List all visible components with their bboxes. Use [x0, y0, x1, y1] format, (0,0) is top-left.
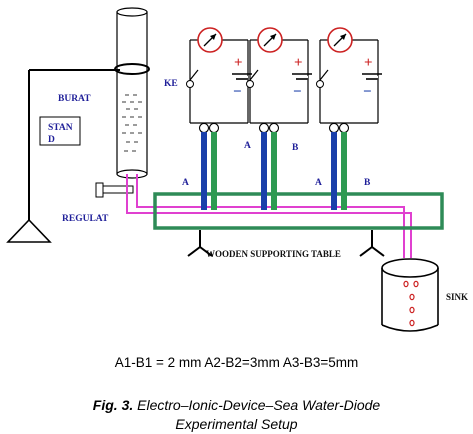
key-switch-icon: [246, 69, 259, 88]
sink-label: SINK: [446, 292, 468, 302]
figure-title-2: Experimental Setup: [175, 416, 298, 432]
table-leg-right: [359, 230, 385, 257]
burette: BURAT: [58, 7, 150, 179]
electrode-a-label-3: A: [315, 178, 322, 188]
stand-label: STAN: [48, 123, 73, 133]
plus-sign: +: [234, 55, 243, 71]
regulator-label: REGULAT: [62, 214, 109, 224]
battery-icon: + −: [292, 55, 312, 100]
minus-sign: −: [233, 84, 242, 100]
minus-sign: −: [363, 84, 372, 100]
burette-label: BURAT: [58, 94, 91, 104]
battery-icon: + −: [232, 55, 252, 100]
table-leg-left: [187, 230, 213, 257]
figure-title-1: Electro–Ionic-Device–Sea Water-Diode: [137, 397, 381, 413]
electrode-b: [271, 132, 277, 210]
flow-tube: [126, 174, 412, 258]
water-drops-icon: [122, 94, 142, 152]
electrode-b-label-3: B: [364, 178, 371, 188]
key-switch-icon: [186, 69, 199, 88]
electrode-spacing-note: A1-B1 = 2 mm A2-B2=3mm A3-B3=5mm: [114, 355, 359, 370]
key-switch-icon: [316, 69, 329, 88]
electrode-a-label-1: A: [182, 178, 189, 188]
electrode-a: [261, 132, 267, 210]
wooden-supporting-table: WOODEN SUPPORTING TABLE: [153, 192, 444, 259]
figure-number: Fig. 3.: [92, 397, 134, 413]
circuit-unit-3: + −: [316, 27, 382, 210]
circuit-unit-2: + −: [246, 27, 312, 210]
electrode-a-label-2: A: [244, 141, 251, 151]
stand: STAN D: [6, 69, 120, 243]
sink: SINK: [381, 258, 468, 332]
plus-sign: +: [364, 55, 373, 71]
water-drops-icon: [403, 280, 419, 327]
minus-sign: −: [293, 84, 302, 100]
figure-caption: Fig. 3. Electro–Ionic-Device–Sea Water-D…: [0, 396, 473, 434]
regulator-valve: REGULAT: [62, 182, 134, 224]
table-label: WOODEN SUPPORTING TABLE: [206, 249, 341, 259]
battery-icon: + −: [362, 55, 382, 100]
electrode-b: [341, 132, 347, 210]
electrode-a: [201, 132, 207, 210]
electrode-b-label-2: B: [292, 143, 299, 153]
plus-sign: +: [294, 55, 303, 71]
electrode-a: [331, 132, 337, 210]
circuit-unit-1: + − KE: [164, 27, 252, 210]
electrode-b: [211, 132, 217, 210]
key-label: KE: [164, 79, 178, 89]
stand-label-2: D: [48, 135, 55, 145]
